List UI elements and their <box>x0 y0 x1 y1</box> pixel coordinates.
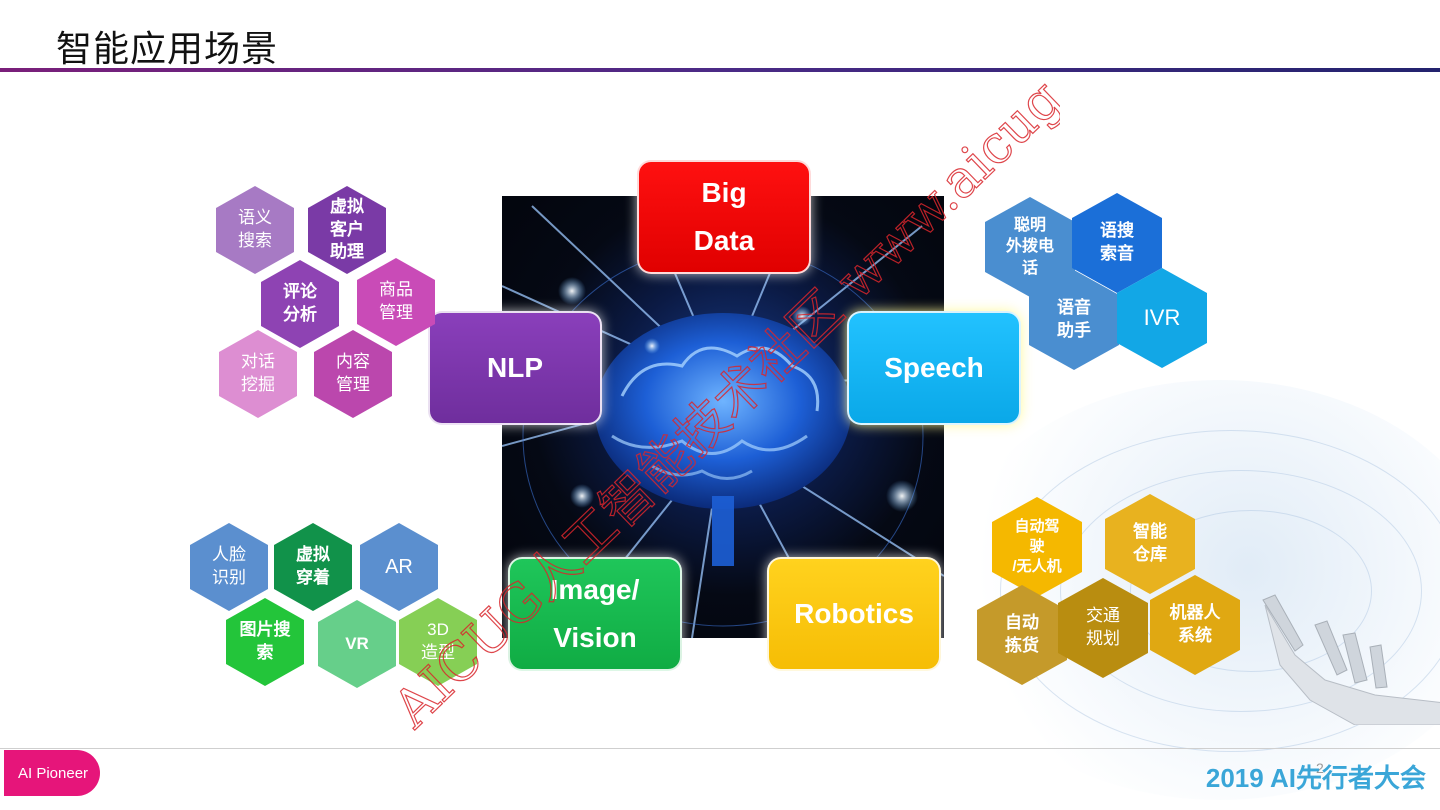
nlp-hex: 内容 管理 <box>314 330 392 418</box>
nlp-hex: 商品 管理 <box>357 258 435 346</box>
page-number: 2 <box>1316 760 1324 776</box>
nlp-hex: 对话 挖掘 <box>219 330 297 418</box>
title-underline <box>0 68 1440 72</box>
nlp-hex: 语义 搜索 <box>216 186 294 274</box>
robotics-box: Robotics <box>767 557 941 671</box>
vision-hex: 图片搜 索 <box>226 598 304 686</box>
nlp-box: NLP <box>428 311 602 425</box>
robotics-hex: 自动 拣货 <box>977 585 1067 685</box>
big-data-box: Big Data <box>637 160 811 274</box>
robotics-hex: 机器人 系统 <box>1150 575 1240 675</box>
ai-pioneer-badge: AI Pioneer <box>0 750 100 796</box>
vision-hex: VR <box>318 600 396 688</box>
vision-hex: 3D 造型 <box>399 598 477 686</box>
vision-hex: 人脸 识别 <box>190 523 268 611</box>
globe-latitude-line <box>1060 470 1422 712</box>
conference-logo: 2019 AI先行者大会 <box>1205 763 1426 793</box>
image-vision-box: Image/ Vision <box>508 557 682 671</box>
footer-divider <box>0 748 1440 749</box>
globe-latitude-line <box>1000 430 1440 752</box>
robotics-hex: 交通 规划 <box>1058 578 1148 678</box>
vision-hex: AR <box>360 523 438 611</box>
nlp-hex: 评论 分析 <box>261 260 339 348</box>
robotics-hex: 自动驾 驶 /无人机 <box>992 497 1082 597</box>
vision-hex: 虚拟 穿着 <box>274 523 352 611</box>
speech-box: Speech <box>847 311 1021 425</box>
page-title: 智能应用场景 <box>56 29 279 70</box>
robot-hand-image <box>1262 594 1440 725</box>
nlp-hex: 虚拟 客户 助理 <box>308 186 386 274</box>
globe-latitude-line <box>1130 510 1372 672</box>
